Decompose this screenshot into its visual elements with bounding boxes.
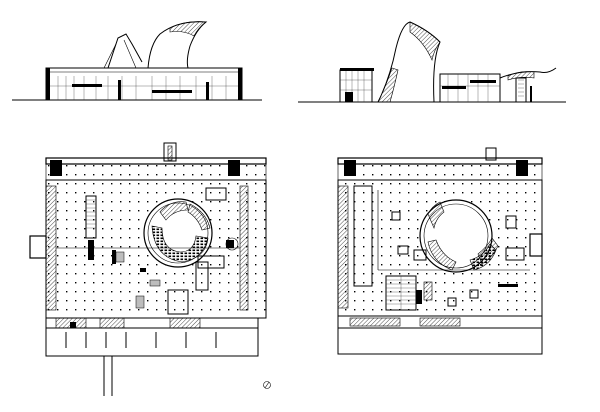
elevation-right xyxy=(298,21,566,103)
seating-tiers xyxy=(151,225,209,263)
north-arrow-icon xyxy=(263,381,271,389)
building-volume xyxy=(339,69,373,103)
seating-tiers xyxy=(469,243,497,271)
elevation-left xyxy=(12,21,262,101)
plan-right xyxy=(337,147,543,355)
forecourt xyxy=(45,327,259,357)
plan-left xyxy=(29,142,267,396)
forecourt xyxy=(337,327,543,355)
roof-shell xyxy=(107,33,143,69)
